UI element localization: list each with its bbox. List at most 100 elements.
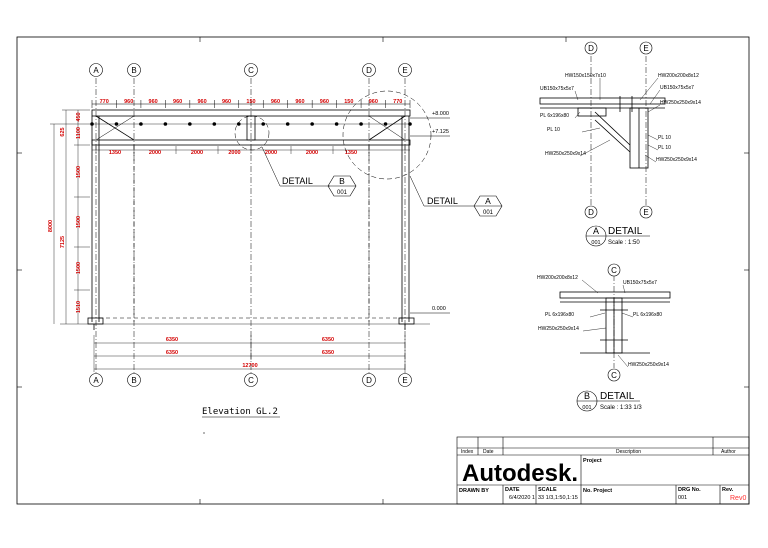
- svg-text:B: B: [584, 391, 590, 401]
- grid-bubble-top-2-label: C: [248, 66, 254, 75]
- level-top: +8.000: [432, 111, 449, 117]
- left-dim-3: 1500: [76, 216, 82, 228]
- grid-bubble-top-2[interactable]: C: [244, 63, 258, 77]
- detail-a-bubbles: D E D E: [584, 41, 653, 219]
- detail-b-bubble-bottom-label: C: [611, 371, 617, 380]
- tb-scale-value: 33 1/3,1:50,1:15: [538, 495, 578, 501]
- top-dim-6: 150: [246, 99, 255, 105]
- detail-a-bubble-bottom-0-label: D: [588, 208, 594, 217]
- svg-text:A: A: [485, 196, 491, 206]
- bottom-dimension-lines: [93, 335, 406, 372]
- tb-author-header: Author: [721, 449, 736, 455]
- detail-b-callout[interactable]: DETAIL B 001: [261, 146, 357, 197]
- detail-a-bubble-top-0-label: D: [588, 44, 594, 53]
- detail-a-label-8: PL 10: [658, 145, 671, 151]
- detail-b-bubbles: CC: [607, 263, 621, 382]
- detail-a-bubble-top-1-label: E: [643, 44, 648, 53]
- svg-text:DETAIL: DETAIL: [427, 196, 458, 206]
- svg-text:A: A: [593, 226, 599, 236]
- grid-bubble-top-3-label: D: [366, 66, 372, 75]
- grid-bubble-bottom-0[interactable]: A: [89, 373, 103, 387]
- svg-text:Scale : 1:50: Scale : 1:50: [608, 240, 640, 246]
- detail-a-label-3: UB150x75x5x7: [660, 85, 694, 91]
- svg-text:001: 001: [591, 240, 600, 246]
- tb-date-value: 6/4/2020 1: [509, 495, 535, 501]
- tb-drg-no-label: DRG No.: [678, 487, 701, 493]
- detail-b-bubble-bottom[interactable]: C: [607, 368, 621, 382]
- left-dim-0: 450: [76, 112, 82, 121]
- tb-drg-no-value: 001: [678, 495, 687, 501]
- grid-bubble-top-3[interactable]: D: [362, 63, 376, 77]
- detail-a-label-9: HW250x250x9x14: [545, 151, 586, 157]
- left-total-outer: 8000: [48, 220, 54, 232]
- mid-dim-1: 2000: [149, 150, 161, 156]
- detail-a-callout[interactable]: DETAIL A 001: [409, 175, 503, 217]
- tb-rev-label: Rev.: [722, 487, 734, 493]
- detail-b-label-1: UB150x75x5x7: [623, 280, 657, 286]
- svg-text:Scale : 1:33 1/3: Scale : 1:33 1/3: [600, 405, 642, 411]
- tb-drawn-by-label: DRAWN BY: [459, 488, 489, 494]
- top-dim-10: 150: [344, 99, 353, 105]
- grid-bubble-bottom-2[interactable]: C: [244, 373, 258, 387]
- top-dim-2: 960: [149, 99, 158, 105]
- detail-a-label-5: PL 6x196x80: [540, 113, 569, 119]
- detail-a-bubble-bottom-0[interactable]: D: [584, 205, 598, 219]
- grid-bubble-top-4[interactable]: E: [398, 63, 412, 77]
- top-dim-9: 960: [320, 99, 329, 105]
- title-block: [456, 436, 750, 505]
- detail-b-label-0: HW200x200x8x12: [537, 275, 578, 281]
- top-dim-5: 960: [222, 99, 231, 105]
- tb-no-project-label: No. Project: [583, 488, 612, 494]
- top-dim-11: 960: [369, 99, 378, 105]
- svg-text:001: 001: [337, 190, 348, 196]
- top-dim-3: 960: [173, 99, 182, 105]
- left-total-inner: 7125: [60, 236, 66, 248]
- grid-bubble-top-0[interactable]: A: [89, 63, 103, 77]
- grid-bubble-bottom-4[interactable]: E: [398, 373, 412, 387]
- svg-text:DETAIL: DETAIL: [608, 226, 643, 237]
- detail-a-bubble-top-0[interactable]: D: [584, 41, 598, 55]
- tb-description-header: Description: [616, 449, 641, 455]
- top-dim-12: 770: [393, 99, 402, 105]
- level-ground: 0.000: [432, 306, 446, 312]
- detail-a-bubble-bottom-1[interactable]: E: [639, 205, 653, 219]
- grid-bubble-bottom-1[interactable]: B: [127, 373, 141, 387]
- detail-b-bubble-top[interactable]: C: [607, 263, 621, 277]
- grid-bubble-top-1[interactable]: B: [127, 63, 141, 77]
- top-dim-4: 960: [197, 99, 206, 105]
- grid-bubble-bottom-2-label: C: [248, 376, 254, 385]
- svg-text:001: 001: [483, 210, 494, 216]
- detail-a-label-2: HW200x200x8x12: [658, 73, 699, 79]
- detail-a-label-4: HW250x250x9x14: [660, 100, 701, 106]
- detail-a-title[interactable]: A 001 DETAIL Scale : 1:50: [585, 225, 650, 247]
- left-dim-5: 1510: [76, 301, 82, 313]
- tb-project-label: Project: [583, 458, 602, 464]
- detail-a-label-6: PL 10: [547, 127, 560, 133]
- detail-a-bubble-top-1[interactable]: E: [639, 41, 653, 55]
- sheet-border: [16, 36, 750, 505]
- mid-dim-0: 1350: [109, 150, 121, 156]
- left-dim-4: 1500: [76, 262, 82, 274]
- autodesk-logo: Autodesk.: [462, 460, 578, 487]
- bottom_dim_row1-0: 6350: [166, 337, 178, 343]
- bottom_dim_row2-0: 6350: [166, 350, 178, 356]
- title-block-text: Index Date Description Author Project Au…: [459, 449, 746, 502]
- bottom_dim_row2-1: 6350: [322, 350, 334, 356]
- svg-text:B: B: [339, 176, 345, 186]
- top-dim-1: 960: [124, 99, 133, 105]
- grid-bubble-bottom-4-label: E: [402, 376, 407, 385]
- detail-a-label-7: PL 10: [658, 135, 671, 141]
- level-eave: +7.125: [432, 129, 449, 135]
- tb-date-header: Date: [483, 449, 494, 455]
- detail-b-label-5: HW250x250x9x14: [628, 362, 669, 368]
- detail-b-title[interactable]: B 001 DETAIL Scale : 1:33 1/3: [576, 390, 642, 412]
- left-dimension-lines: [50, 109, 90, 324]
- grid-bubble-bottom-3[interactable]: D: [362, 373, 376, 387]
- svg-text:DETAIL: DETAIL: [282, 176, 313, 186]
- detail-a-labels: HW150x150x7x10UB150x75x5x7HW200x200x8x12…: [540, 73, 701, 163]
- detail-a-label-10: HW250x250x9x14: [656, 157, 697, 163]
- left-dim-1: 1100: [76, 127, 82, 139]
- grid-lines: [95, 78, 406, 375]
